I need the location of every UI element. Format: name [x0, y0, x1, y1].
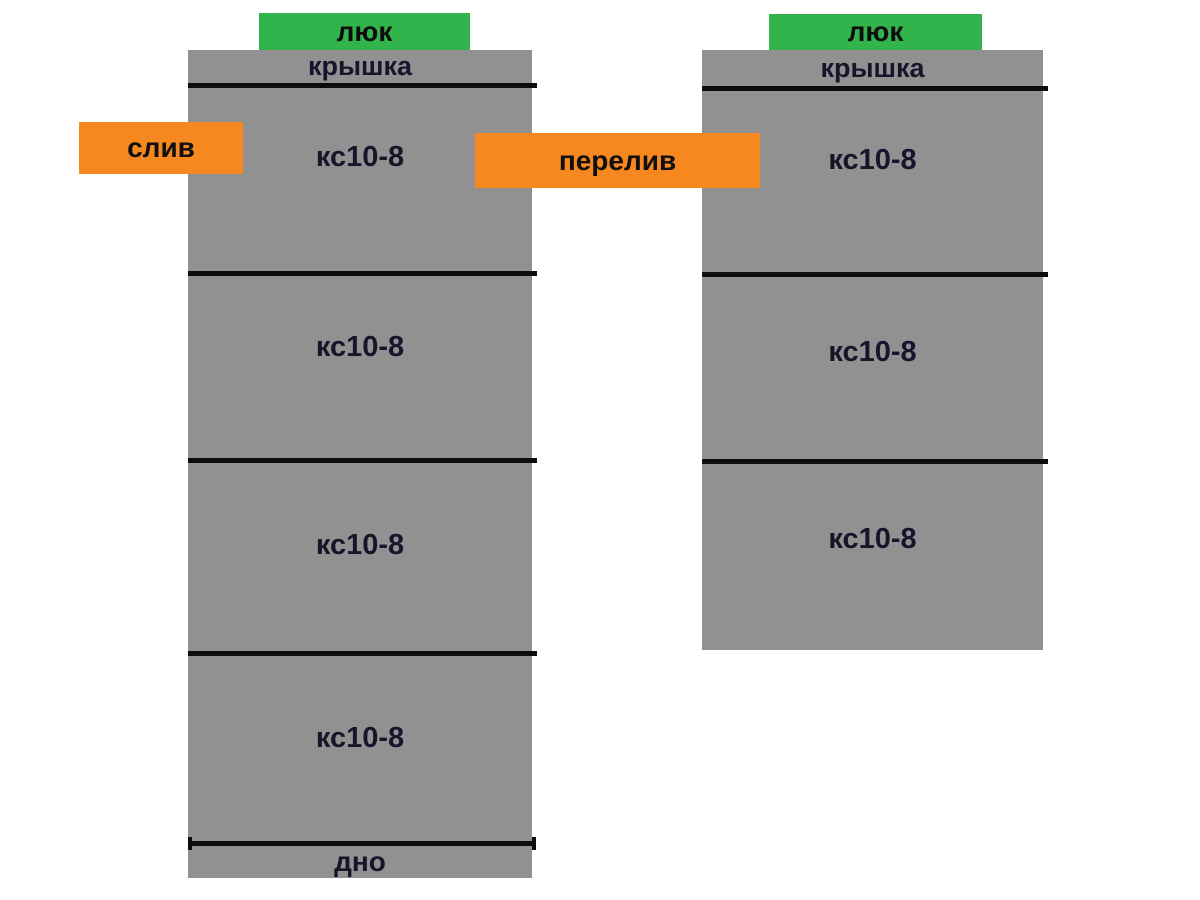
- drain-pipe-label: слив: [79, 122, 243, 174]
- ring-joint-line: [188, 651, 537, 656]
- ring-joint-line: [188, 271, 537, 276]
- ring-joint-line: [188, 458, 537, 463]
- right-cover-label: крышка: [820, 52, 925, 83]
- bottom-slab-label: дно: [334, 846, 386, 877]
- left-ring-section-1: кс10-8: [315, 140, 405, 173]
- ring-joint-line: [702, 272, 1048, 277]
- right-ring-section-3: кс10-8: [828, 523, 917, 555]
- bottom-joint-line: [188, 837, 536, 850]
- ring-joint-line: [188, 83, 537, 88]
- right-ring-section-1: кс10-8: [828, 143, 917, 176]
- left-ring-section-2: кс10-8: [315, 330, 405, 363]
- left-cover-label: крышка: [307, 51, 413, 81]
- left-hatch-box: люк: [259, 13, 470, 50]
- right-ring-section-2: кс10-8: [828, 336, 917, 368]
- left-ring-section-3: кс10-8: [315, 529, 405, 561]
- right-hatch-box: люк: [769, 14, 982, 50]
- ring-joint-line: [702, 86, 1048, 91]
- overflow-pipe-label: перелив: [475, 133, 760, 188]
- left-ring-section-4: кс10-8: [315, 721, 405, 754]
- ring-joint-line: [702, 459, 1048, 464]
- left-well-stack: крышка кс10-8 кс10-8 кс10-8 кс10-8 дно: [188, 50, 537, 878]
